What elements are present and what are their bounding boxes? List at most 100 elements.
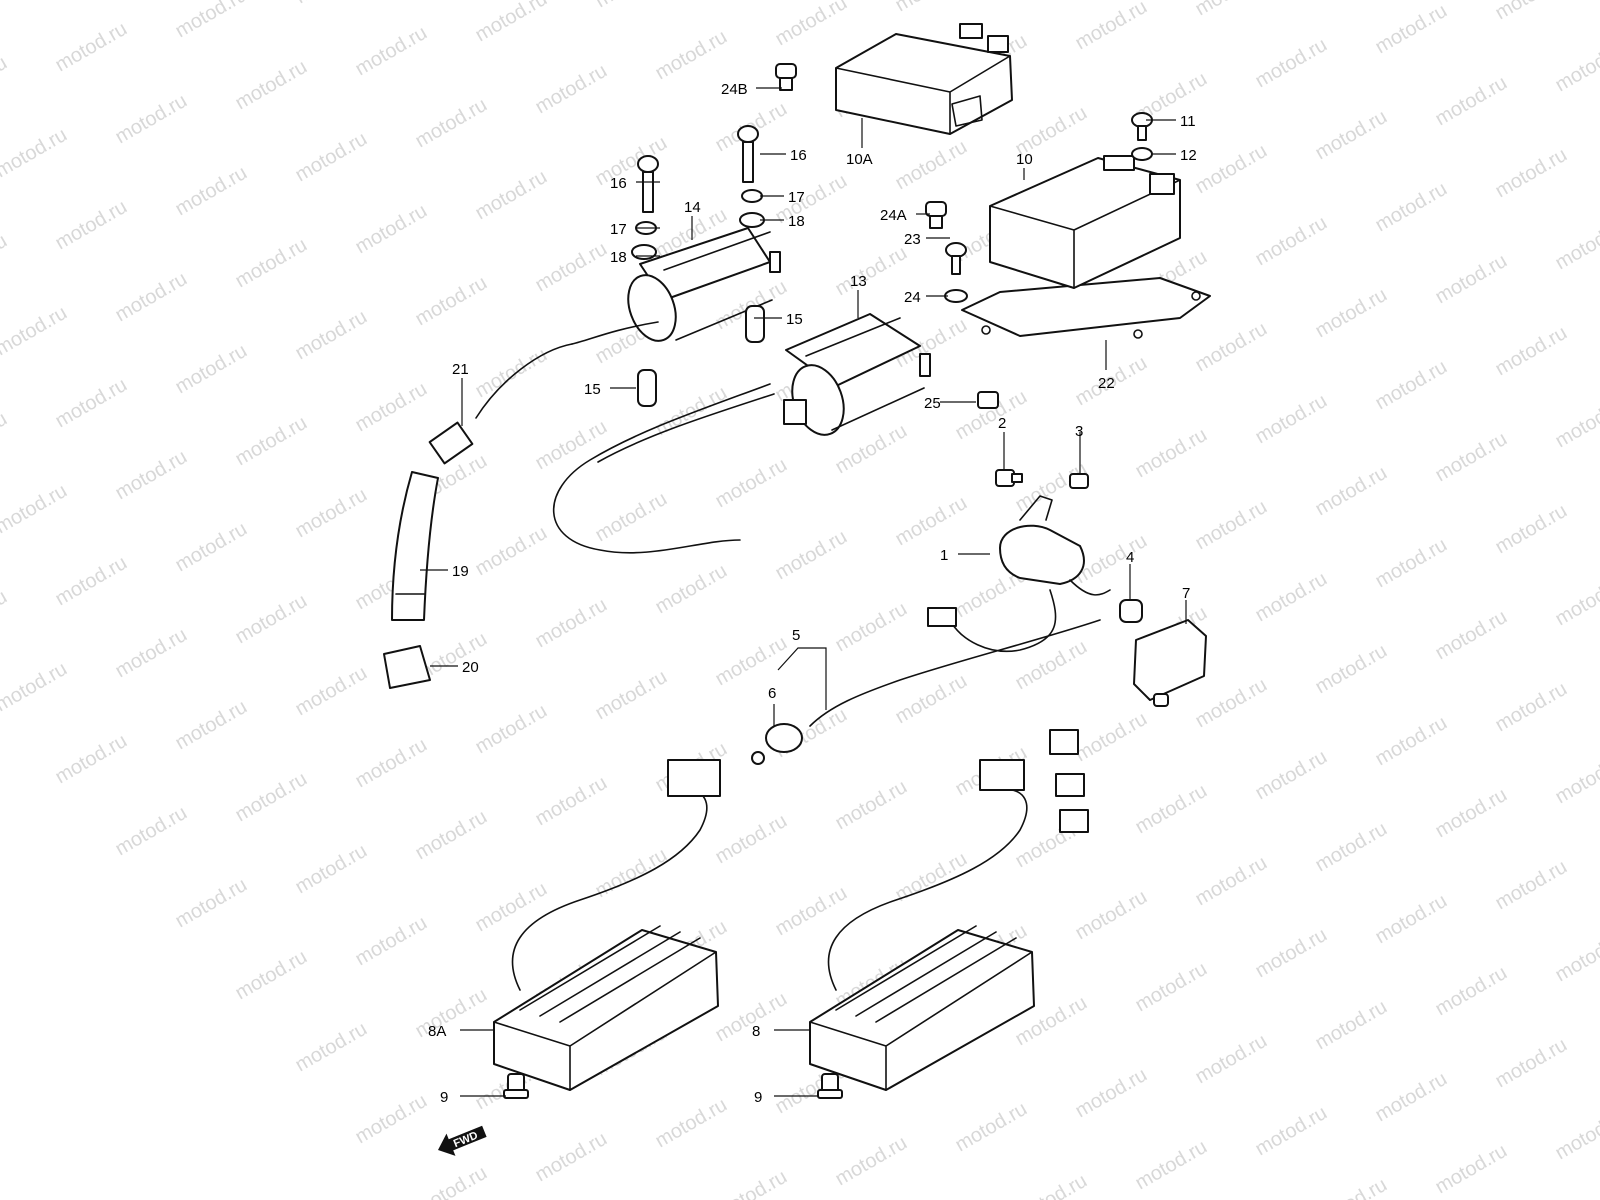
- watermark-text: motod.ru: [232, 590, 311, 649]
- watermark-text: motod.ru: [1432, 428, 1511, 487]
- watermark-text: motod.ru: [1012, 1170, 1091, 1200]
- watermark-text: motod.ru: [472, 700, 551, 759]
- callout-11: 11: [1180, 113, 1196, 130]
- fwd-arrow-icon: [438, 1125, 487, 1156]
- watermark-text: motod.ru: [1372, 1068, 1451, 1127]
- watermark-text: motod.ru: [112, 90, 191, 149]
- callout-9-right: 9: [754, 1089, 762, 1106]
- watermark-text: motod.ru: [232, 56, 311, 115]
- watermark-text: motod.ru: [832, 776, 911, 835]
- part-screw-9a: [503, 1073, 529, 1099]
- callout-5: 5: [792, 627, 800, 644]
- watermark-text: motod.ru: [1552, 38, 1600, 97]
- watermark-text: motod.ru: [1552, 750, 1600, 809]
- watermark-text: motod.ru: [292, 128, 371, 187]
- callout-10: 10: [1016, 151, 1033, 168]
- watermark-text: motod.ru: [832, 1132, 911, 1191]
- callout-7: 7: [1182, 585, 1190, 602]
- callout-20: 20: [462, 659, 479, 676]
- callout-14: 14: [684, 199, 701, 216]
- watermark-text: motod.ru: [1312, 462, 1391, 521]
- watermark-text: motod.ru: [1192, 0, 1271, 20]
- watermark-text: motod.ru: [0, 230, 11, 289]
- part-bolt-11: [1131, 112, 1153, 141]
- watermark-text: motod.ru: [112, 446, 191, 505]
- watermark-text: motod.ru: [112, 268, 191, 327]
- watermark-text: motod.ru: [1492, 0, 1571, 24]
- part-lead-13: [552, 383, 775, 554]
- watermark-text: motod.ru: [412, 806, 491, 865]
- callout-8a: 8A: [428, 1023, 446, 1040]
- watermark-text: motod.ru: [592, 666, 671, 725]
- watermark-text: motod.ru: [1432, 962, 1511, 1021]
- watermark-text: motod.ru: [1432, 606, 1511, 665]
- watermark-text: motod.ru: [652, 560, 731, 619]
- watermark-text: motod.ru: [412, 94, 491, 153]
- watermark-text: motod.ru: [1492, 1034, 1571, 1093]
- watermark-text: motod.ru: [592, 844, 671, 903]
- watermark-text: motod.ru: [1072, 0, 1151, 54]
- watermark-text: motod.ru: [892, 0, 971, 16]
- watermark-text: motod.ru: [532, 416, 611, 475]
- watermark-text: motod.ru: [592, 0, 671, 12]
- watermark-text: motod.ru: [1252, 390, 1331, 449]
- part-nut-25: [977, 391, 999, 409]
- watermark-text: motod.ru: [712, 454, 791, 513]
- callout-1: 1: [940, 547, 948, 564]
- watermark-text: motod.ru: [52, 730, 131, 789]
- watermark-text: motod.ru: [1252, 746, 1331, 805]
- watermark-text: motod.ru: [1072, 1064, 1151, 1123]
- callout-18-right: 18: [788, 213, 805, 230]
- watermark-text: motod.ru: [1192, 140, 1271, 199]
- watermark-text: motod.ru: [472, 522, 551, 581]
- watermark-text: motod.ru: [1372, 890, 1451, 949]
- watermark-text: motod.ru: [352, 912, 431, 971]
- watermark-text: motod.ru: [1432, 250, 1511, 309]
- watermark-text: motod.ru: [1552, 216, 1600, 275]
- watermark-text: motod.ru: [1132, 1136, 1211, 1195]
- watermark-text: motod.ru: [1252, 568, 1331, 627]
- watermark-text: motod.ru: [1372, 0, 1451, 58]
- callout-22: 22: [1098, 375, 1115, 392]
- watermark-text: motod.ru: [232, 412, 311, 471]
- watermark-text: motod.ru: [832, 242, 911, 301]
- callout-6: 6: [768, 685, 776, 702]
- callout-15-lower: 15: [584, 381, 601, 398]
- callout-19: 19: [452, 563, 469, 580]
- watermark-text: motod.ru: [772, 0, 851, 50]
- watermark-text: motod.ru: [0, 52, 11, 111]
- watermark-text: motod.ru: [592, 488, 671, 547]
- watermark-text: motod.ru: [232, 946, 311, 1005]
- watermark-text: motod.ru: [472, 0, 551, 46]
- watermark-text: motod.ru: [1012, 636, 1091, 695]
- callout-labels: 24B 10A 16 16 17 18 17 18 14 10 11 12 24…: [428, 81, 1197, 1106]
- watermark-text: motod.ru: [1552, 1106, 1600, 1165]
- part-battery-lead-5: [751, 619, 1101, 765]
- watermark-text: motod.ru: [172, 874, 251, 933]
- watermark-text: motod.ru: [1312, 996, 1391, 1055]
- watermark-text: motod.ru: [1192, 674, 1271, 733]
- watermark-text: motod.ru: [472, 878, 551, 937]
- watermark-text: motod.ru: [172, 340, 251, 399]
- callout-21: 21: [452, 361, 469, 378]
- watermark-text: motod.ru: [1072, 886, 1151, 945]
- watermark-text: motod.ru: [1372, 356, 1451, 415]
- part-igniter-10: [961, 155, 1211, 339]
- watermark-text: motod.ru: [0, 480, 71, 539]
- part-plug-cap-19: [383, 343, 573, 689]
- watermark-text: motod.ru: [1132, 780, 1211, 839]
- watermark-text: motod.ru: [1432, 1140, 1511, 1199]
- callout-3: 3: [1075, 423, 1083, 440]
- watermark-text: motod.ru: [412, 272, 491, 331]
- fwd-badge: FWD: [438, 1125, 487, 1156]
- watermark-text: motod.ru: [1552, 394, 1600, 453]
- watermark-text: motod.ru: [1132, 424, 1211, 483]
- watermark-text: motod.ru: [232, 234, 311, 293]
- callout-23: 23: [904, 231, 921, 248]
- watermark-text: motod.ru: [52, 374, 131, 433]
- watermark-text: motod.ru: [352, 734, 431, 793]
- watermark-text: motod.ru: [712, 810, 791, 869]
- watermark-text: motod.ru: [1312, 284, 1391, 343]
- watermark-text: motod.ru: [652, 26, 731, 85]
